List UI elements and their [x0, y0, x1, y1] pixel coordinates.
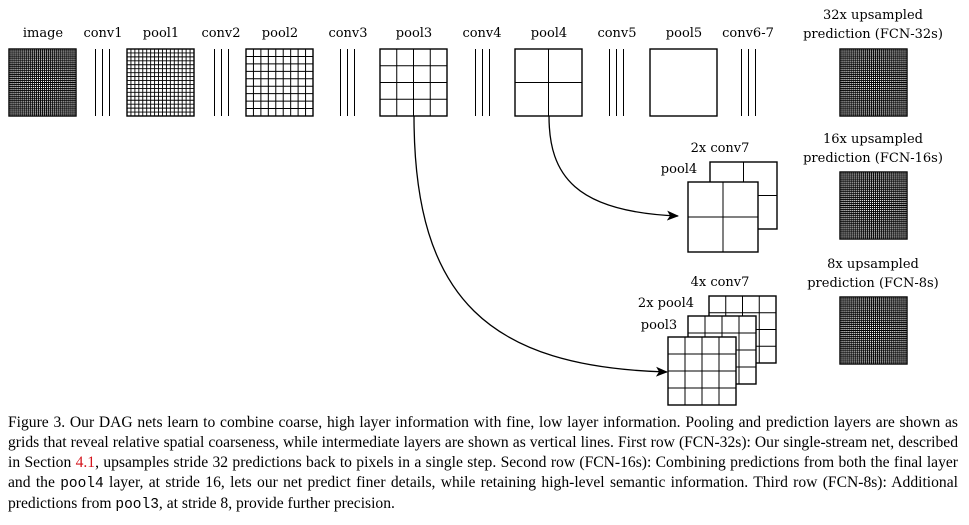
- row2-pool4-grid: [687, 181, 759, 253]
- label-conv6-7: conv6-7: [722, 26, 774, 41]
- caption-text-4: , at stride 8, provide further precision…: [158, 495, 395, 512]
- label-row2-pool4: pool4: [661, 162, 697, 177]
- prediction-fcn8s-grid: [839, 296, 908, 365]
- image-grid: [8, 48, 77, 117]
- label-row3-pool3: pool3: [641, 318, 677, 333]
- label-row2-conv7: 2x conv7: [691, 141, 750, 156]
- caption-code-pool4: pool4: [60, 476, 104, 492]
- pool3-grid: [379, 48, 448, 117]
- conv5-lines: [609, 49, 624, 116]
- pool3-skip-arrow: [413, 115, 668, 377]
- label-image: image: [23, 26, 64, 41]
- label-conv5: conv5: [597, 26, 636, 41]
- label-pool3: pool3: [396, 26, 432, 41]
- label-pool5: pool5: [666, 26, 702, 41]
- label-row3-pool4: 2x pool4: [638, 296, 694, 311]
- conv2-lines: [214, 49, 229, 116]
- pool4-grid: [514, 48, 583, 117]
- label-pool4: pool4: [531, 26, 567, 41]
- label-pred16-line2: prediction (FCN-16s): [803, 151, 943, 166]
- caption-text-1: Figure 3. Our DAG nets learn to combine …: [8, 414, 958, 471]
- label-pred8-line2: prediction (FCN-8s): [807, 276, 939, 291]
- pool4-skip-arrow: [548, 115, 679, 221]
- figure-caption: Figure 3. Our DAG nets learn to combine …: [8, 413, 958, 515]
- pool1-grid: [126, 48, 195, 117]
- label-pred16-line1: 16x upsampled: [823, 132, 923, 147]
- label-conv1: conv1: [83, 26, 122, 41]
- row3-pool3-grid: [667, 336, 737, 406]
- label-pool2: pool2: [262, 26, 298, 41]
- label-pred8-line1: 8x upsampled: [827, 257, 919, 272]
- architecture-diagram: image conv1 pool1 conv2 pool2 conv3 pool…: [8, 8, 943, 406]
- label-pred32-line1: 32x upsampled: [823, 8, 923, 23]
- label-conv2: conv2: [201, 26, 240, 41]
- label-pool1: pool1: [143, 26, 179, 41]
- conv3-lines: [340, 49, 355, 116]
- label-conv3: conv3: [328, 26, 367, 41]
- pool5-grid: [649, 48, 718, 117]
- conv4-lines: [475, 49, 490, 116]
- caption-text-2: , upsamples stride 32 predictions back t…: [8, 454, 958, 491]
- prediction-fcn16s-grid: [839, 171, 908, 240]
- conv1-lines: [95, 49, 110, 116]
- prediction-fcn32s-grid: [839, 48, 908, 117]
- label-conv4: conv4: [462, 26, 501, 41]
- caption-code-pool3: pool3: [115, 497, 159, 513]
- label-row3-conv7: 4x conv7: [691, 275, 750, 290]
- conv6-7-lines: [741, 49, 756, 116]
- section-reference-link[interactable]: 4.1: [75, 454, 96, 471]
- pool2-grid: [245, 48, 314, 117]
- caption-text-3: layer, at stride 16, lets our net predic…: [8, 474, 958, 512]
- label-pred32-line2: prediction (FCN-32s): [803, 27, 943, 42]
